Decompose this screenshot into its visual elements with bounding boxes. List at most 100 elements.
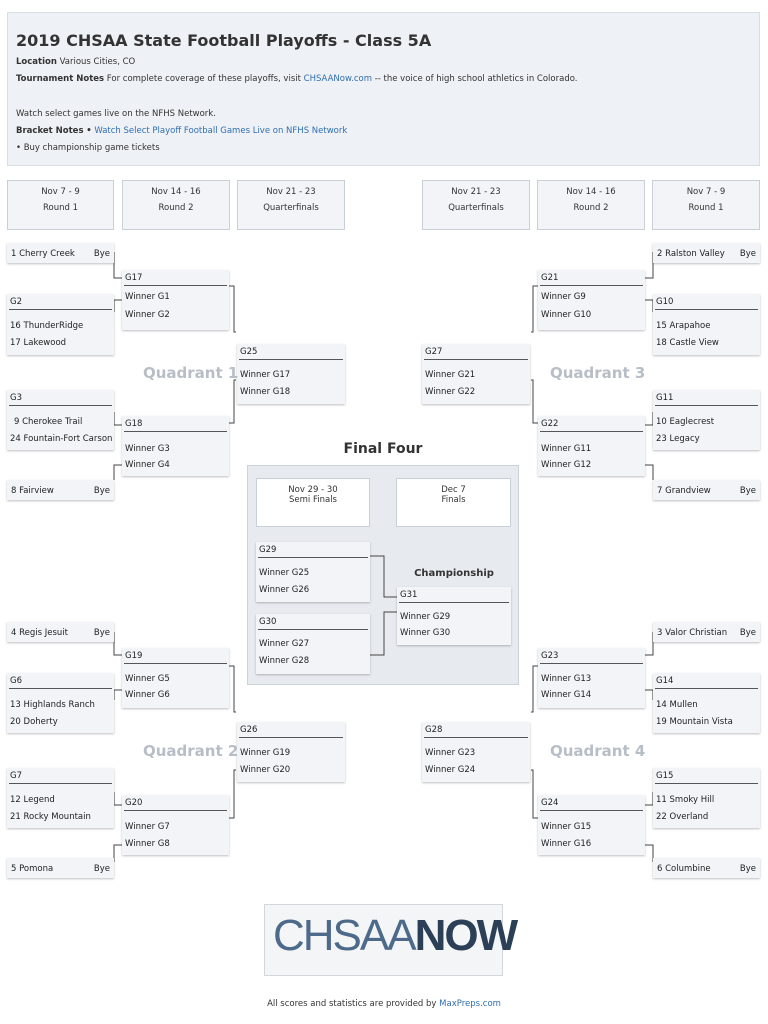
game-g20[interactable]: G20 Winner G7 Winner G8 <box>122 795 229 855</box>
maxpreps-link[interactable]: MaxPreps.com <box>439 999 501 1009</box>
notes-label: Tournament Notes <box>16 74 105 84</box>
game-id: G31 <box>400 590 418 600</box>
round-name: Round 2 <box>573 203 609 213</box>
bye-label: Bye <box>93 628 110 638</box>
round-name: Semi Finals <box>289 495 337 505</box>
game-id: G22 <box>541 419 559 429</box>
team-a: Winner G25 <box>259 568 310 578</box>
team-a: 11 Smoky Hill <box>656 795 715 805</box>
team-a: Winner G1 <box>125 292 170 302</box>
team-name: 6 Columbine <box>657 864 711 874</box>
team-name: 8 Fairview <box>11 486 54 496</box>
bracket-notes-label: Bracket Notes <box>16 126 84 136</box>
game-g24[interactable]: G24 Winner G15 Winner G16 <box>538 795 645 855</box>
bye-slot-cherry-creek[interactable]: 1 Cherry Creek Bye <box>7 243 114 263</box>
nfhs-bracket-link[interactable]: Watch Select Playoff Football Games Live… <box>94 126 348 136</box>
team-name: 1 Cherry Creek <box>11 249 75 259</box>
bye-slot-pomona[interactable]: 5 Pomona Bye <box>7 858 114 878</box>
quadrant-2-label: Quadrant 2 <box>143 742 239 760</box>
team-b: 20 Doherty <box>10 717 58 727</box>
team-b: Winner G26 <box>259 585 310 595</box>
team-b: 17 Lakewood <box>10 338 67 348</box>
game-g27[interactable]: G27 Winner G21 Winner G22 <box>422 344 530 404</box>
bracket-notes-line: Bracket Notes • Watch Select Playoff Foo… <box>16 126 347 136</box>
game-g30[interactable]: G30 Winner G27 Winner G28 <box>256 614 370 674</box>
bye-slot-ralston-valley[interactable]: 2 Ralston Valley Bye <box>653 243 760 263</box>
team-a: 12 Legend <box>10 795 55 805</box>
bye-label: Bye <box>93 864 110 874</box>
chsaanow-logo[interactable]: CHSAANOW <box>264 904 518 976</box>
location-line: Location Various Cities, CO <box>16 57 135 67</box>
final-four-title: Final Four <box>343 441 423 457</box>
game-g7[interactable]: G7 12 Legend 21 Rocky Mountain <box>7 768 114 828</box>
round-header-left-r1: Nov 7 - 9 Round 1 <box>7 180 114 230</box>
championship-label: Championship <box>414 568 494 579</box>
game-g18[interactable]: G18 Winner G3 Winner G4 <box>122 416 229 476</box>
bye-label: Bye <box>93 486 110 496</box>
round-name: Round 1 <box>42 203 78 213</box>
team-a: Winner G15 <box>541 822 592 832</box>
team-b: Winner G14 <box>541 690 592 700</box>
team-b: Winner G6 <box>125 690 170 700</box>
team-name: 5 Pomona <box>11 864 54 874</box>
bye-slot-fairview[interactable]: 8 Fairview Bye <box>7 480 114 500</box>
team-b: 23 Legacy <box>656 434 700 444</box>
bye-slot-valor-christian[interactable]: 3 Valor Christian Bye <box>653 622 760 642</box>
game-g19[interactable]: G19 Winner G5 Winner G6 <box>122 648 229 708</box>
bye-slot-columbine[interactable]: 6 Columbine Bye <box>653 858 760 878</box>
round-header-right-r1: Nov 7 - 9 Round 1 <box>652 180 760 230</box>
game-g14[interactable]: G14 14 Mullen 19 Mountain Vista <box>653 673 760 733</box>
round-date: Nov 14 - 16 <box>151 187 201 197</box>
game-id: G7 <box>10 771 22 781</box>
team-b: 18 Castle View <box>656 338 719 348</box>
round-date: Nov 29 - 30 <box>288 485 338 495</box>
team-b: Winner G10 <box>541 310 592 320</box>
game-id: G20 <box>125 798 143 808</box>
location-value: Various Cities, CO <box>59 57 136 67</box>
game-id: G23 <box>541 651 559 661</box>
game-id: G14 <box>656 676 674 686</box>
notes-suffix: -- the voice of high school athletics in… <box>374 74 578 84</box>
nfhs-watch-link[interactable]: Watch select games live on the NFHS Netw… <box>16 109 216 119</box>
game-g15[interactable]: G15 11 Smoky Hill 22 Overland <box>653 768 760 828</box>
game-g6[interactable]: G6 13 Highlands Ranch 20 Doherty <box>7 673 114 733</box>
game-id: G10 <box>656 297 674 307</box>
game-g10[interactable]: G10 15 Arapahoe 18 Castle View <box>653 294 760 355</box>
team-name: 3 Valor Christian <box>657 628 728 638</box>
round-header-left-r2: Nov 14 - 16 Round 2 <box>122 180 230 230</box>
game-id: G6 <box>10 676 22 686</box>
game-g17[interactable]: G17 Winner G1 Winner G2 <box>122 270 229 330</box>
bye-label: Bye <box>739 864 756 874</box>
game-g26[interactable]: G26 Winner G19 Winner G20 <box>237 722 345 782</box>
game-g22[interactable]: G22 Winner G11 Winner G12 <box>538 416 645 476</box>
bye-slot-grandview[interactable]: 7 Grandview Bye <box>653 480 760 500</box>
tickets-link[interactable]: • Buy championship game tickets <box>16 143 160 153</box>
round-name: Round 2 <box>158 203 194 213</box>
game-id: G17 <box>125 273 143 283</box>
game-g2[interactable]: G2 16 ThunderRidge 17 Lakewood <box>7 294 114 355</box>
game-id: G26 <box>240 725 258 735</box>
game-g31-championship[interactable]: G31 Winner G29 Winner G30 <box>397 587 511 645</box>
team-b: Winner G30 <box>400 628 451 638</box>
game-g25[interactable]: G25 Winner G17 Winner G18 <box>237 344 345 404</box>
team-b: Winner G4 <box>125 460 170 470</box>
game-g21[interactable]: G21 Winner G9 Winner G10 <box>538 270 645 330</box>
game-g11[interactable]: G11 10 Eaglecrest 23 Legacy <box>653 390 760 450</box>
team-a: Winner G21 <box>425 370 476 380</box>
game-id: G11 <box>656 393 674 403</box>
team-b: Winner G18 <box>240 387 291 397</box>
game-g3[interactable]: G3 9 Cherokee Trail 24 Fountain-Fort Car… <box>7 390 114 450</box>
game-g29[interactable]: G29 Winner G25 Winner G26 <box>256 542 370 602</box>
game-id: G29 <box>259 545 277 555</box>
quadrant-1-label: Quadrant 1 <box>143 364 239 382</box>
bye-slot-regis-jesuit[interactable]: 4 Regis Jesuit Bye <box>7 622 114 642</box>
team-b: Winner G12 <box>541 460 592 470</box>
team-b: 22 Overland <box>656 812 709 822</box>
chsaanow-link[interactable]: CHSAANow.com <box>303 74 372 84</box>
game-g28[interactable]: G28 Winner G23 Winner G24 <box>422 722 530 782</box>
game-g23[interactable]: G23 Winner G13 Winner G14 <box>538 648 645 708</box>
game-id: G19 <box>125 651 143 661</box>
team-b: 19 Mountain Vista <box>656 717 733 727</box>
team-a: Winner G13 <box>541 674 592 684</box>
